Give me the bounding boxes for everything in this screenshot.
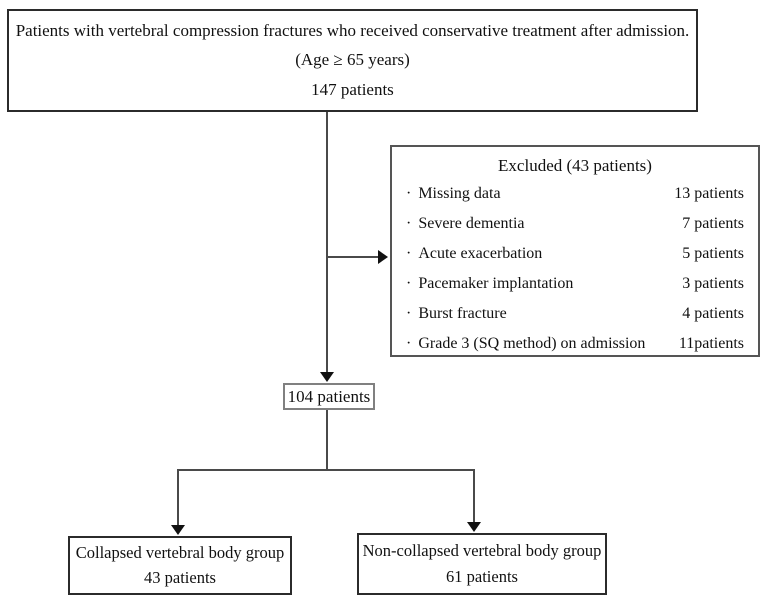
bullet-icon: ·: [406, 335, 412, 352]
excluded-item-label: Grade 3 (SQ method) on admission: [418, 335, 646, 352]
collapsed-group-count: 43 patients: [144, 568, 216, 587]
connector-vertical-right: [473, 469, 475, 523]
excluded-title: Excluded (43 patients): [498, 156, 652, 175]
excluded-item-severe-dementia: · Severe dementia 7 patients: [406, 209, 744, 239]
excluded-item-value: 7 patients: [682, 215, 744, 232]
bullet-icon: ·: [406, 215, 412, 232]
included-count: 104 patients: [287, 386, 371, 406]
enrollment-count: 147 patients: [311, 79, 394, 99]
excluded-item-value: 3 patients: [682, 275, 744, 292]
included-count-box: 104 patients: [283, 383, 375, 410]
excluded-item-pacemaker: · Pacemaker implantation 3 patients: [406, 269, 744, 299]
enrollment-box: Patients with vertebral compression frac…: [7, 9, 698, 112]
excluded-item-label: Burst fracture: [418, 305, 507, 322]
arrowhead-down-icon: [320, 372, 334, 382]
excluded-item-missing-data: · Missing data 13 patients: [406, 179, 744, 209]
arrowhead-down-icon: [171, 525, 185, 535]
connector-vertical-main: [326, 112, 328, 372]
excluded-item-label: Severe dementia: [418, 215, 525, 232]
bullet-icon: ·: [406, 305, 412, 322]
collapsed-group-label: Collapsed vertebral body group: [75, 543, 285, 562]
connector-horizontal-excluded: [327, 256, 379, 258]
excluded-item-value: 11patients: [678, 335, 744, 352]
bullet-icon: ·: [406, 245, 412, 262]
excluded-item-label: Acute exacerbation: [418, 245, 543, 262]
arrowhead-down-icon: [467, 522, 481, 532]
bullet-icon: ·: [406, 275, 412, 292]
excluded-item-value: 13 patients: [674, 185, 744, 202]
connector-horizontal-split: [177, 469, 475, 471]
bullet-icon: ·: [406, 185, 412, 202]
excluded-item-acute-exacerbation: · Acute exacerbation 5 patients: [406, 239, 744, 269]
excluded-item-label: Pacemaker implantation: [418, 275, 574, 292]
enrollment-description: Patients with vertebral compression frac…: [15, 20, 690, 40]
connector-vertical-mid: [326, 410, 328, 470]
non-collapsed-group-count: 61 patients: [446, 567, 518, 586]
excluded-item-value: 4 patients: [682, 305, 744, 322]
connector-vertical-left: [177, 469, 179, 526]
excluded-item-value: 5 patients: [682, 245, 744, 262]
enrollment-age-criterion: (Age ≥ 65 years): [295, 50, 410, 70]
arrowhead-right-icon: [378, 250, 388, 264]
excluded-box: Excluded (43 patients) · Missing data 13…: [390, 145, 760, 357]
excluded-item-grade3: · Grade 3 (SQ method) on admission 11pat…: [406, 329, 744, 359]
excluded-item-burst-fracture: · Burst fracture 4 patients: [406, 299, 744, 329]
non-collapsed-group-box: Non-collapsed vertebral body group 61 pa…: [357, 533, 607, 595]
collapsed-group-box: Collapsed vertebral body group 43 patien…: [68, 536, 292, 595]
non-collapsed-group-label: Non-collapsed vertebral body group: [362, 541, 602, 560]
excluded-item-label: Missing data: [418, 185, 501, 202]
